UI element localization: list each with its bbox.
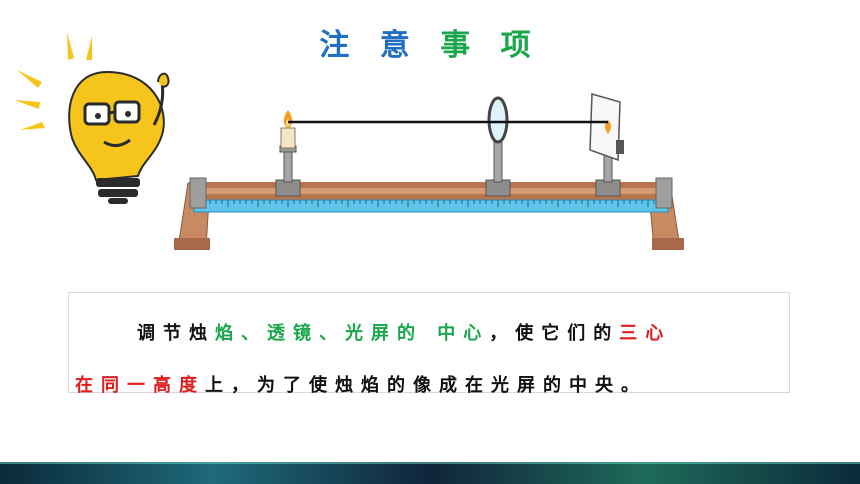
note-highlight-green: 焰、透镜、光屏的 [215, 323, 423, 344]
note-highlight-red: 三心 [619, 323, 672, 344]
note-line-2: 在同一高度上，为了使烛焰的像成在光屏的中央。 [75, 371, 647, 397]
note-text: 调节烛 [137, 323, 215, 344]
page-title: 注 意 事 项 [0, 20, 860, 64]
note-line-1: 调节烛焰、透镜、光屏的 中心，使它们的三心 [137, 319, 671, 345]
note-text: 上，为了使烛焰的像成在光屏的中央。 [205, 375, 647, 396]
note-text: ，使它们的 [489, 323, 620, 344]
note-highlight-red: 在同一高度 [75, 375, 205, 396]
footer-bar [0, 462, 860, 484]
title-char-4: 项 [500, 28, 541, 63]
title-char-3: 事 [440, 28, 481, 63]
title-char-1: 注 [319, 28, 360, 63]
lightbulb-mascot-icon [14, 32, 170, 204]
title-char-2: 意 [379, 28, 420, 63]
note-highlight-green: 中心 [423, 323, 490, 344]
optical-bench-illustration [174, 88, 684, 250]
note-box: 调节烛焰、透镜、光屏的 中心，使它们的三心 在同一高度上，为了使烛焰的像成在光屏… [68, 292, 790, 396]
